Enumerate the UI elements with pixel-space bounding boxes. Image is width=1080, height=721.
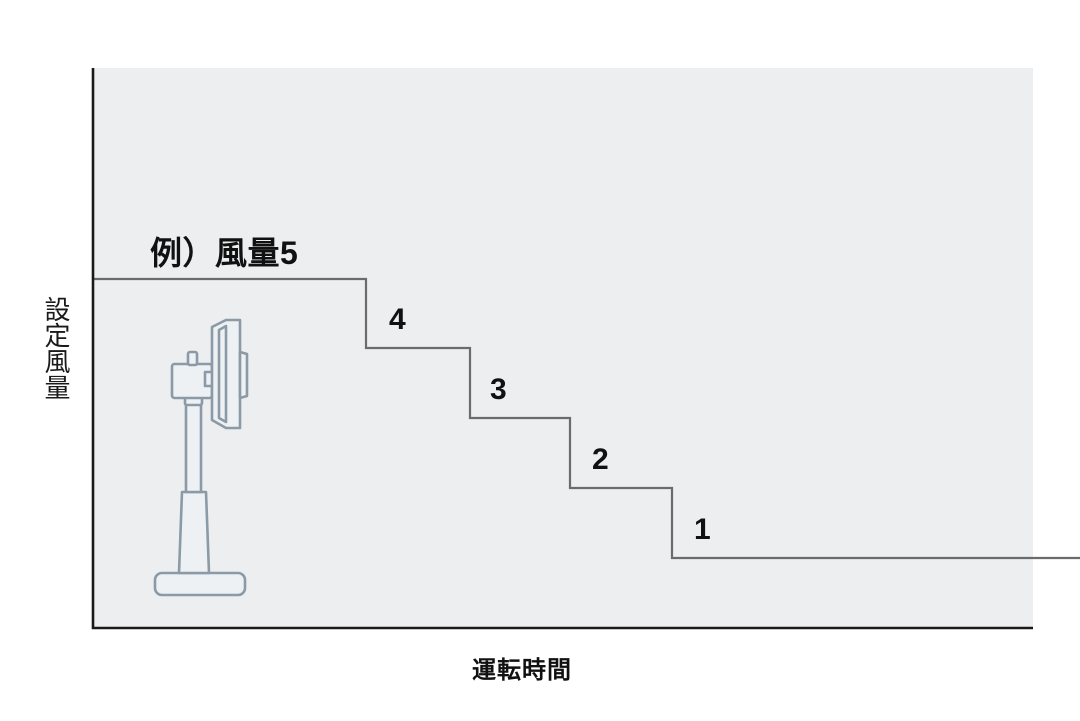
y-axis-label: 設定風量 [41, 296, 71, 400]
step-label-2: 2 [592, 443, 609, 476]
fan-knob-icon [186, 350, 199, 367]
step-label-1: 1 [694, 513, 711, 546]
step-label-3: 3 [490, 373, 507, 406]
fan-lower-pole-icon [177, 490, 211, 575]
fan-upper-pole-icon [184, 398, 203, 494]
example-annotation: 例）風量5 [150, 235, 299, 271]
x-axis-label-wrap: 運転時間 [0, 650, 1080, 685]
step-line [92, 277, 1080, 560]
plot-area-background [92, 68, 1033, 628]
fan-base-icon [153, 571, 247, 597]
fan-illustration [153, 318, 249, 597]
x-axis-label: 運転時間 [472, 657, 572, 684]
fan-head-front-panel-icon [217, 324, 228, 424]
fan-head-rim-icon [238, 350, 249, 400]
step-label-4: 4 [389, 303, 406, 336]
